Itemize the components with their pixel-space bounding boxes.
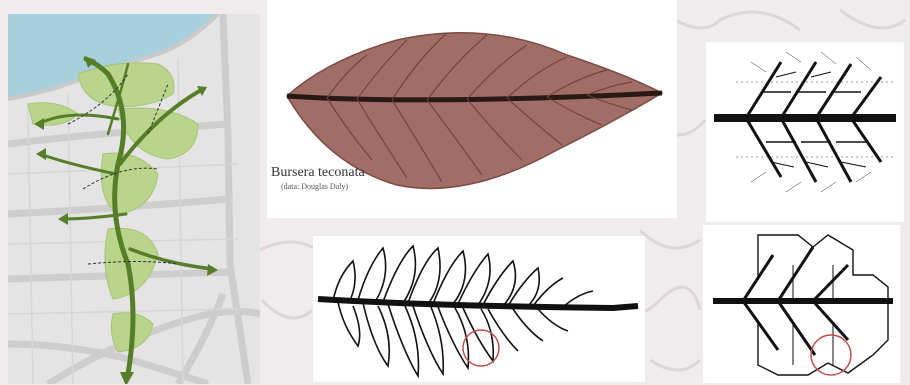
species-name: Bursera teconata [271,164,401,182]
fractal-branching-diagram [706,42,904,222]
photo-credit: (data: Douglas Daly) [271,182,401,192]
leaf-caption: Bursera teconata (data: Douglas Daly) [271,164,401,192]
leaf-vein-sketch [313,236,645,382]
hexagon-branch-model [703,225,900,383]
master-plan-map [8,14,260,384]
